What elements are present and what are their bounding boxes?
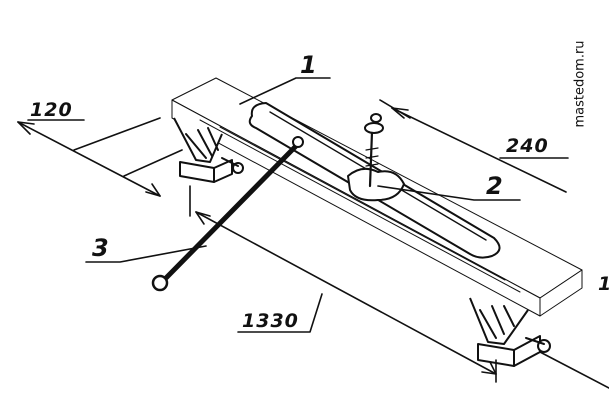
callout-label-2: 2: [486, 172, 503, 200]
dimension-240: 240: [379, 99, 569, 193]
rod: [151, 136, 304, 292]
dimension-label-edge: 1: [598, 273, 609, 295]
left-support: [173, 117, 244, 183]
watermark-text: mastedom.ru: [572, 40, 588, 128]
dimension-label-240: 240: [506, 135, 549, 157]
watermark: mastedom.ru: [560, 24, 600, 144]
callout-1: 1: [239, 51, 331, 105]
dimension-label-1330: 1330: [242, 310, 299, 332]
right-support: [469, 297, 551, 367]
callout-3: 3: [85, 234, 207, 263]
dimension-1330: 1330: [189, 185, 497, 383]
clamp-assembly: [347, 113, 405, 202]
callout-label-3: 3: [92, 234, 109, 262]
callout-label-1: 1: [300, 51, 317, 79]
dimension-edge-partial: 1: [539, 273, 609, 389]
dimension-label-120: 120: [30, 99, 73, 121]
dimension-120: 120: [17, 99, 183, 197]
callout-2: 2: [377, 172, 521, 201]
